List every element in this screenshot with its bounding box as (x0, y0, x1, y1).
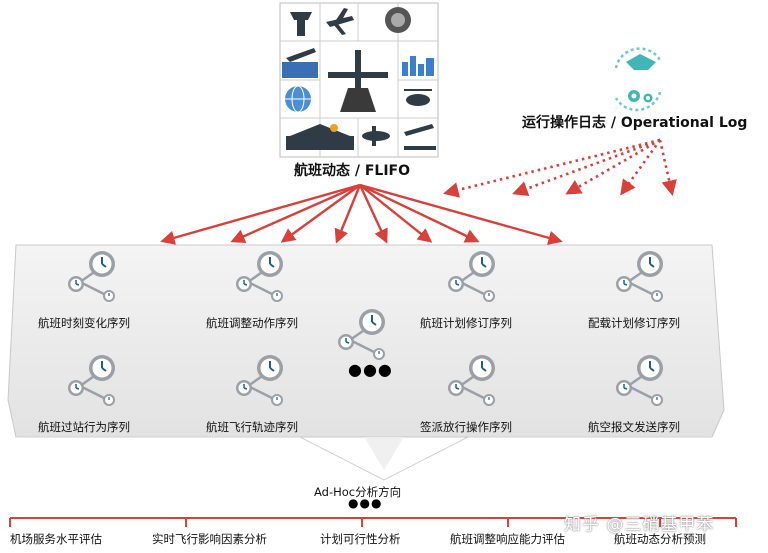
adhoc-label: Ad-Hoc分析方向 (314, 485, 402, 499)
helicopter-icon (404, 89, 432, 106)
small-plane-icon (362, 126, 390, 146)
operational-log-icon (614, 47, 662, 112)
sequence-label-6: 航班飞行轨迹序列 (206, 420, 298, 434)
runway-airliner-icon (328, 50, 388, 112)
sequence-label-7: 签派放行操作序列 (420, 420, 512, 434)
landing-plane-icon (404, 124, 436, 150)
flifo-image-grid (279, 2, 439, 158)
oplog-arrows (442, 138, 677, 198)
analysis-item-4: 航班调整响应能力评估 (450, 532, 565, 546)
analysis-bracket (9, 517, 737, 527)
analysis-item-5: 航班动态分析预测 (614, 532, 706, 546)
flifo-arrows (160, 183, 563, 245)
analysis-item-3: 计划可行性分析 (320, 532, 401, 546)
flifo-title: 航班动态 / FLIFO (294, 163, 411, 179)
sequence-label-8: 航空报文发送序列 (588, 420, 680, 434)
sequence-panel (7, 244, 725, 481)
globe-icon (285, 85, 311, 113)
takeoff-icon (282, 48, 318, 78)
control-tower-icon (290, 12, 312, 36)
jet-engine-icon (385, 7, 411, 33)
airplane-icon (326, 8, 354, 35)
oplog-title: 运行操作日志 / Operational Log (522, 115, 748, 131)
watermark: 知乎 @三硝基甲苯 (564, 515, 715, 535)
analysis-item-1: 机场服务水平评估 (10, 532, 102, 546)
airport-terminal-icon (286, 124, 354, 150)
adhoc-more-dots: ●●● (348, 496, 383, 510)
sequence-label-4: 配载计划修订序列 (588, 316, 680, 330)
sequence-label-3: 航班计划修订序列 (420, 316, 512, 330)
city-skyline-icon (402, 56, 434, 76)
sequence-label-2: 航班调整动作序列 (206, 316, 298, 330)
sequence-label-1: 航班时刻变化序列 (38, 316, 130, 330)
sequence-label-5: 航班过站行为序列 (38, 420, 130, 434)
more-sequences-dots: ●●● (348, 360, 393, 379)
analysis-item-2: 实时飞行影响因素分析 (152, 532, 267, 546)
